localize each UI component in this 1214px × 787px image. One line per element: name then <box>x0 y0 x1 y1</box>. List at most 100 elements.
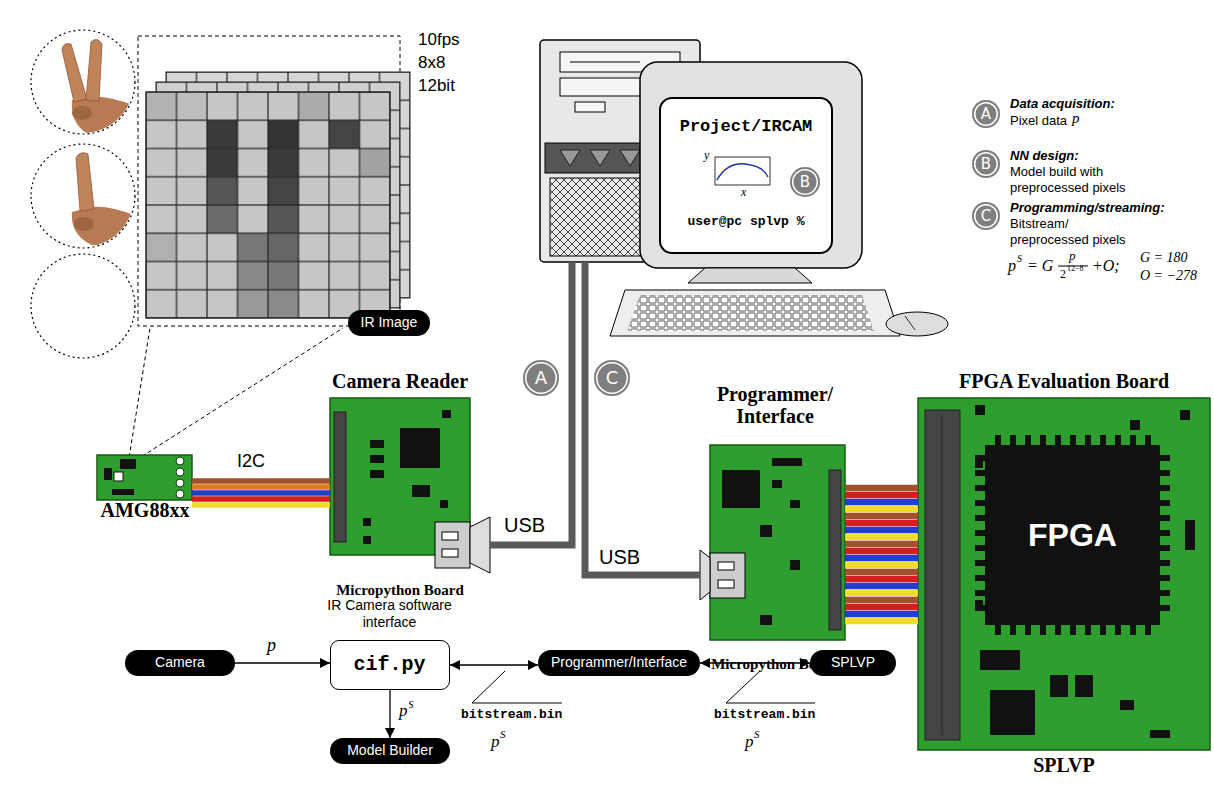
ribbon-wire <box>845 583 918 590</box>
callout-letter: A <box>535 369 547 387</box>
callout-letter: B <box>800 175 810 190</box>
edge-label: I2C <box>236 452 266 472</box>
board-title: Programmer/ Interface <box>700 383 850 427</box>
math-symbol: p <box>1072 110 1080 127</box>
screen-title: Project/IRCAM <box>662 117 830 137</box>
box-heading: IR Camera software interface <box>310 597 470 631</box>
key-heading: NN design: <box>1010 148 1079 164</box>
board-title: FPGA Evaluation Board <box>918 370 1210 392</box>
ribbon-wire <box>192 484 330 490</box>
fpga-board: FPGA Evaluation BoardSPLVPFPGA <box>918 398 1210 750</box>
ribbon-wire <box>845 618 918 625</box>
flow-pill: SPLVP <box>810 650 896 676</box>
edge-label: bitstream.bin <box>460 707 563 723</box>
ribbon-wire <box>192 502 330 508</box>
math-symbol: p <box>1008 257 1016 275</box>
callout-letter: B <box>981 157 991 172</box>
math-superscript: S <box>500 728 506 740</box>
ribbon-wire <box>845 548 918 555</box>
spec-text: 12bit <box>418 76 455 96</box>
box-text: cif.py <box>331 653 448 676</box>
math-superscript: S <box>408 698 414 710</box>
edge-label: p <box>398 702 409 721</box>
ribbon-wire <box>192 478 330 484</box>
ribbon-wire <box>845 499 918 506</box>
key-heading: Data acquisition: <box>1010 96 1115 112</box>
flow-pill: Programmer/Interface <box>538 650 700 676</box>
callout-letter: C <box>981 209 991 224</box>
ribbon-wire <box>845 513 918 520</box>
ribbon-cable <box>192 481 330 505</box>
flow-arrow <box>390 690 391 738</box>
ribbon-wire <box>845 604 918 611</box>
callout-letter: C <box>606 369 619 387</box>
board-subtitle: SPLVP <box>918 754 1210 776</box>
ribbon-wire <box>192 496 330 502</box>
math-superscript: 12−8 <box>1067 265 1084 274</box>
math-symbol: = G <box>1027 257 1053 275</box>
ribbon-wire <box>845 576 918 583</box>
math-superscript: S <box>1017 253 1022 264</box>
edge-label: p <box>266 636 277 656</box>
arrow-line <box>235 662 330 663</box>
ribbon-wire <box>845 534 918 541</box>
sensor-leaders <box>128 328 343 464</box>
flow-arrow <box>235 663 330 664</box>
ribbon-wire <box>845 520 918 527</box>
math-symbol: p <box>491 733 500 752</box>
sensor-board: AMG88xx <box>97 455 192 500</box>
ribbon-wire <box>845 541 918 548</box>
cable-line <box>585 262 700 575</box>
gesture-circles <box>31 30 140 358</box>
frame-stack <box>146 72 410 318</box>
key-text: Bitstream/ preprocessed pixels <box>1010 216 1135 247</box>
chip-text: FPGA <box>1028 519 1117 551</box>
key-heading: Programming/streaming: <box>1010 200 1165 216</box>
pill-text: Programmer/Interface <box>551 655 687 670</box>
math-superscript: S <box>754 728 760 740</box>
board-subtitle: Micropython Board <box>320 581 480 599</box>
key-circle: A <box>972 100 1000 128</box>
pill-text: SPLVP <box>831 655 875 670</box>
shell-prompt: user@pc splvp % <box>662 214 830 230</box>
ribbon-wire <box>845 527 918 534</box>
spec-text: 8x8 <box>418 53 445 73</box>
ribbon-wire <box>845 492 918 499</box>
cable-line <box>490 262 572 545</box>
key-text: Pixel data <box>1010 113 1067 129</box>
usb-cable <box>490 262 572 545</box>
fpga-chip: FPGA <box>985 445 1160 625</box>
arrow-line <box>389 690 390 738</box>
script-box: IR Camera software interfacecif.py <box>330 640 450 690</box>
callout-circle: A <box>523 360 559 396</box>
flow-pill: Camera <box>125 650 235 676</box>
ribbon-wire <box>192 490 330 496</box>
ribbon-wire <box>845 590 918 597</box>
key-circle: B <box>972 150 1000 178</box>
key-text: Model build with preprocessed pixels <box>1010 164 1140 195</box>
key-circle: C <box>972 202 1000 230</box>
fpga-board <box>918 398 1210 750</box>
host-computer: Project/IRCAM user@pc splvp % B <box>540 40 860 262</box>
board-title: AMG88xx <box>87 499 203 521</box>
computer-illustration <box>540 40 948 336</box>
flow-arrow <box>450 665 538 666</box>
tag-text: IR Image <box>361 315 418 330</box>
ribbon-wire <box>845 485 918 492</box>
pill-text: Camera <box>155 655 205 670</box>
callout-letter: A <box>981 107 991 122</box>
camera-reader-board <box>330 398 490 573</box>
callout-circle: C <box>594 360 630 396</box>
ribbon-wire <box>845 506 918 513</box>
edge-label: USB <box>598 546 641 568</box>
axis-label: y <box>704 149 709 162</box>
ribbon-wire <box>845 555 918 562</box>
spec-text: 10fps <box>418 30 460 50</box>
programmer-board <box>700 445 845 640</box>
camera-reader-board: Camera ReaderMicropython Board <box>330 398 490 555</box>
constant-text: O = −278 <box>1140 268 1197 283</box>
ribbon-wire <box>845 611 918 618</box>
math-symbol: +O; <box>1092 257 1120 275</box>
axis-label: x <box>741 186 746 199</box>
